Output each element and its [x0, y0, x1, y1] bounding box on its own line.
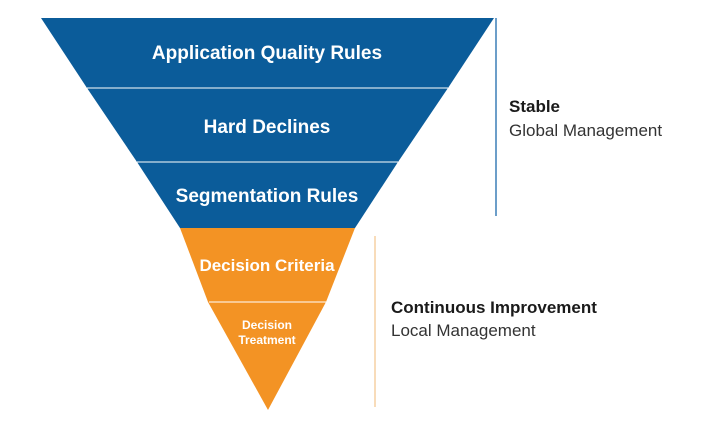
continuous-group-title: Continuous Improvement — [391, 298, 597, 317]
layer-label-decision-treatment-line-1: Decision — [242, 318, 292, 332]
funnel-layer-segmentation-rules — [137, 162, 398, 228]
funnel-layer-application-quality-rules — [41, 18, 494, 88]
funnel-layer-decision-treatment — [208, 302, 326, 410]
layer-label-segmentation-rules: Segmentation Rules — [176, 186, 359, 207]
stable-group-title: Stable — [509, 97, 560, 116]
layer-label-decision-criteria: Decision Criteria — [199, 256, 335, 275]
continuous-group-subtitle: Local Management — [391, 321, 536, 340]
layer-label-hard-declines: Hard Declines — [204, 117, 331, 138]
funnel-layer-hard-declines — [87, 88, 448, 162]
layer-label-application-quality-rules: Application Quality Rules — [152, 43, 382, 64]
stable-group-subtitle: Global Management — [509, 121, 662, 140]
funnel-layer-decision-criteria — [180, 228, 355, 302]
layer-label-decision-treatment-line-2: Treatment — [238, 333, 295, 347]
